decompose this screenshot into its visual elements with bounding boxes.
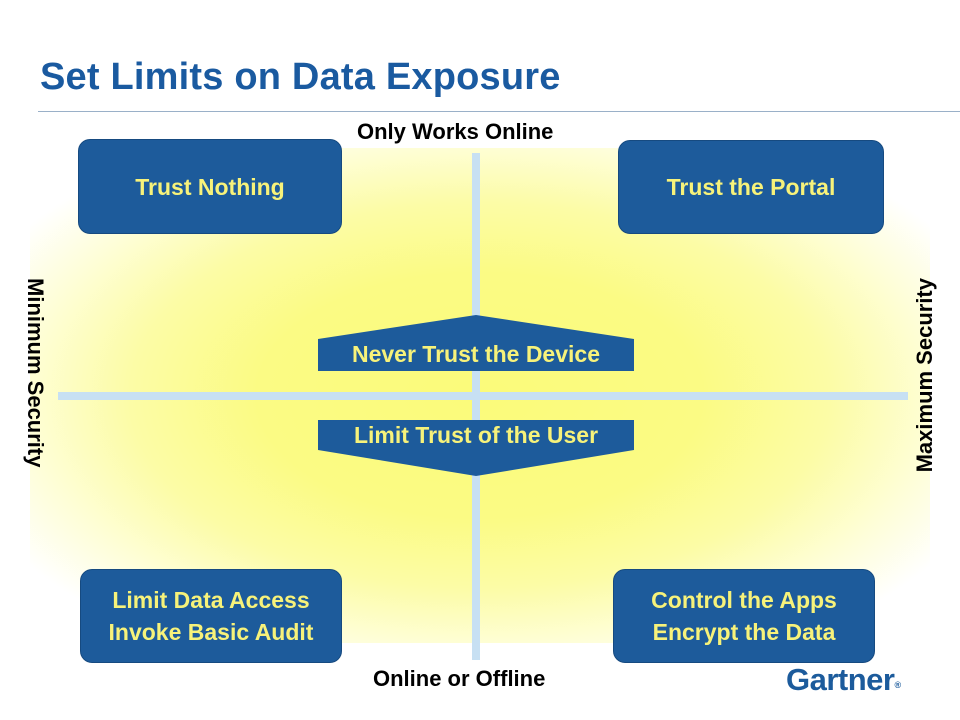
quadrant-text: Trust Nothing	[135, 173, 285, 200]
quadrant-text: Control the Apps	[651, 587, 837, 613]
logo-text: Gartner	[786, 662, 895, 697]
registered-mark-icon: ®	[894, 680, 901, 690]
quadrant-box-bottom-right: Control the Apps Encrypt the Data	[613, 569, 875, 663]
quadrant-text: Invoke Basic Audit	[108, 619, 314, 645]
quadrant-text: Trust the Portal	[666, 174, 836, 200]
center-text-top: Never Trust the Device	[351, 341, 600, 367]
chevron-up-shape	[318, 315, 634, 371]
center-chevron-up: Never Trust the Device	[318, 315, 634, 371]
center-chevron-down: Limit Trust of the User	[318, 420, 634, 476]
vertical-axis	[472, 153, 480, 660]
axis-label-right: Maximum Security	[912, 278, 937, 473]
quadrant-box-top-left: Trust Nothing	[78, 139, 342, 234]
axis-label-top: Only Works Online	[357, 119, 554, 144]
quadrant-text: Limit Data Access	[112, 587, 310, 613]
quadrant-box-top-right: Trust the Portal	[618, 140, 884, 234]
axis-label-bottom: Online or Offline	[373, 666, 546, 691]
gartner-logo: Gartner®	[786, 662, 901, 698]
title-divider	[38, 111, 960, 112]
horizontal-axis	[58, 392, 908, 400]
quadrant-box-bottom-left: Limit Data Access Invoke Basic Audit	[80, 569, 342, 663]
slide-title: Set Limits on Data Exposure	[40, 56, 561, 98]
center-text-bottom: Limit Trust of the User	[353, 422, 599, 448]
chevron-down-shape	[318, 420, 634, 476]
axis-label-left: Minimum Security	[23, 278, 48, 468]
quadrant-text: Encrypt the Data	[652, 619, 836, 645]
